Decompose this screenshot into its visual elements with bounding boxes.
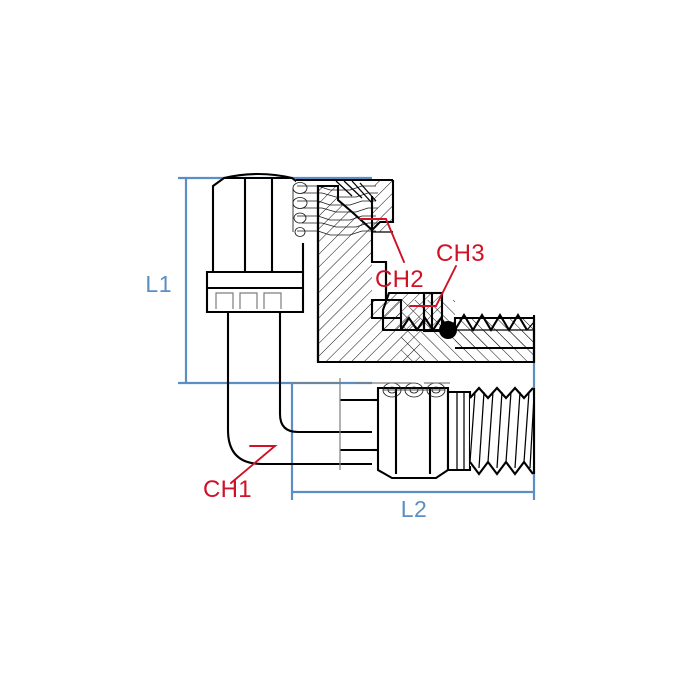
ch3-leader-line	[409, 265, 457, 307]
female-swivel-hex-nut	[205, 172, 305, 314]
stud-shoulder-outline	[446, 390, 472, 472]
female-thread-seal-loops	[292, 182, 308, 237]
callout-ch1: CH1	[203, 445, 278, 503]
knurl-mark-3	[263, 292, 282, 309]
stud-hex-fill	[378, 388, 448, 478]
callout-ch2: CH2	[359, 218, 424, 293]
ch2-label: CH2	[375, 266, 424, 293]
male-thread-bottom-zigzag	[469, 460, 534, 476]
knurl-mark-2	[239, 292, 258, 309]
elbow-outer-wall	[226, 312, 372, 466]
male-stud-hatch	[455, 330, 534, 348]
male-stud-outside-view	[339, 378, 536, 480]
stud-shoulder-fill	[448, 392, 470, 470]
stud-hex-outline	[376, 386, 450, 480]
o-ring-seal	[439, 321, 457, 339]
male-external-thread-lower	[469, 386, 536, 476]
male-thread-flank-lines	[469, 391, 535, 469]
l2-label: L2	[401, 496, 428, 522]
knurl-mark-1	[215, 292, 234, 309]
swivel-collar-fill	[207, 272, 303, 312]
dimension-l1: L1	[145, 176, 372, 385]
hex-nut-top-chamfer	[223, 172, 293, 180]
ch2-leader-line	[359, 218, 405, 263]
swivel-collar-outline	[205, 270, 305, 314]
ch1-leader-line	[230, 445, 278, 484]
body-hatch-thread-boss	[372, 180, 393, 232]
oring-retainer-assembly	[381, 291, 457, 339]
fitting-geometry	[205, 172, 536, 480]
ch1-label: CH1	[203, 476, 252, 503]
collar-knurl-marks	[215, 292, 282, 309]
elbow-inner-wall	[278, 312, 372, 434]
hex-nut-fill	[213, 178, 303, 272]
retainer-hatch	[383, 293, 424, 330]
l1-label: L1	[145, 271, 172, 297]
male-oring-boss-thread-section	[453, 312, 536, 362]
ch3-label: CH3	[436, 240, 485, 267]
callout-ch3: CH3	[409, 240, 485, 307]
